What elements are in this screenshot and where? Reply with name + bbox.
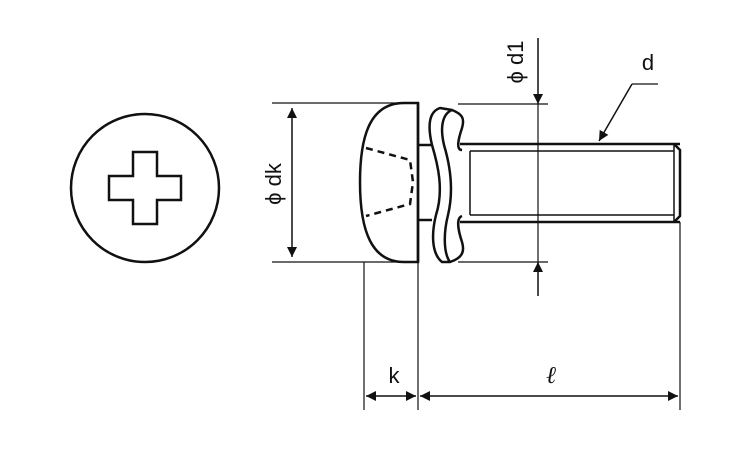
head-outline-circle: [69, 112, 221, 264]
phillips-cross-recess: [107, 150, 183, 226]
d-leader-line: [598, 83, 633, 142]
dimension-dk: ϕ dk: [261, 102, 400, 263]
d-label: d: [642, 50, 654, 75]
washer-bottom-curl: [449, 214, 465, 264]
dimension-d1: ϕ d1: [458, 38, 548, 296]
pan-head: [358, 101, 420, 264]
dk-label: ϕ dk: [261, 162, 286, 205]
screw-side-view: [358, 101, 682, 264]
washer-top-curl: [451, 108, 465, 152]
recess-hidden-line: [365, 146, 415, 218]
d1-label: ϕ d1: [503, 41, 528, 84]
dimension-k: k: [363, 262, 419, 410]
k-label: k: [389, 363, 401, 388]
spring-washer: [428, 106, 454, 264]
head-end-view: [69, 112, 221, 264]
dimension-d: d: [598, 50, 658, 142]
dimension-l: ℓ: [420, 222, 681, 410]
shank-end-chamfer: [673, 143, 682, 223]
l-label: ℓ: [546, 363, 556, 389]
